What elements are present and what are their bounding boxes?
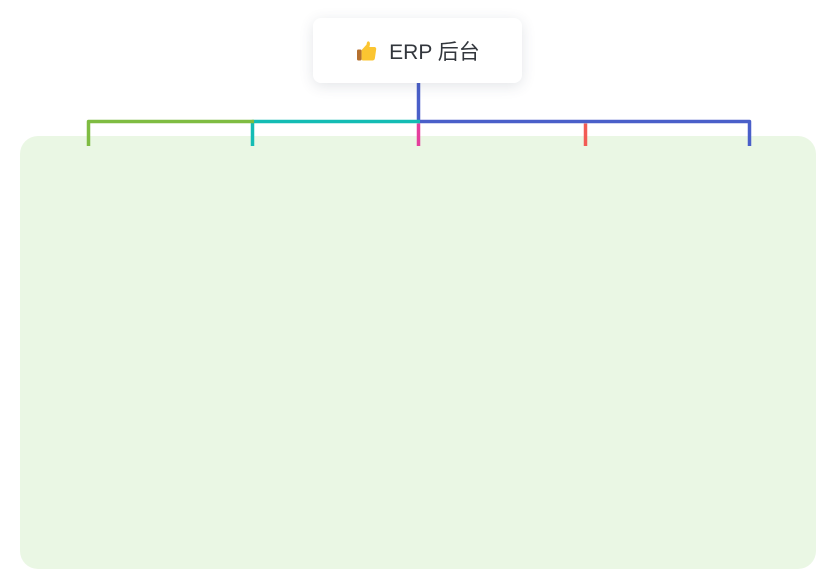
root-label: ERP 后台 <box>389 40 480 64</box>
root-node[interactable]: ERP 后台 <box>313 18 522 83</box>
thumb-cuff <box>357 49 362 60</box>
thumbs-up-icon <box>357 40 377 60</box>
thumb-hand <box>361 40 377 60</box>
branches-panel <box>20 136 816 569</box>
